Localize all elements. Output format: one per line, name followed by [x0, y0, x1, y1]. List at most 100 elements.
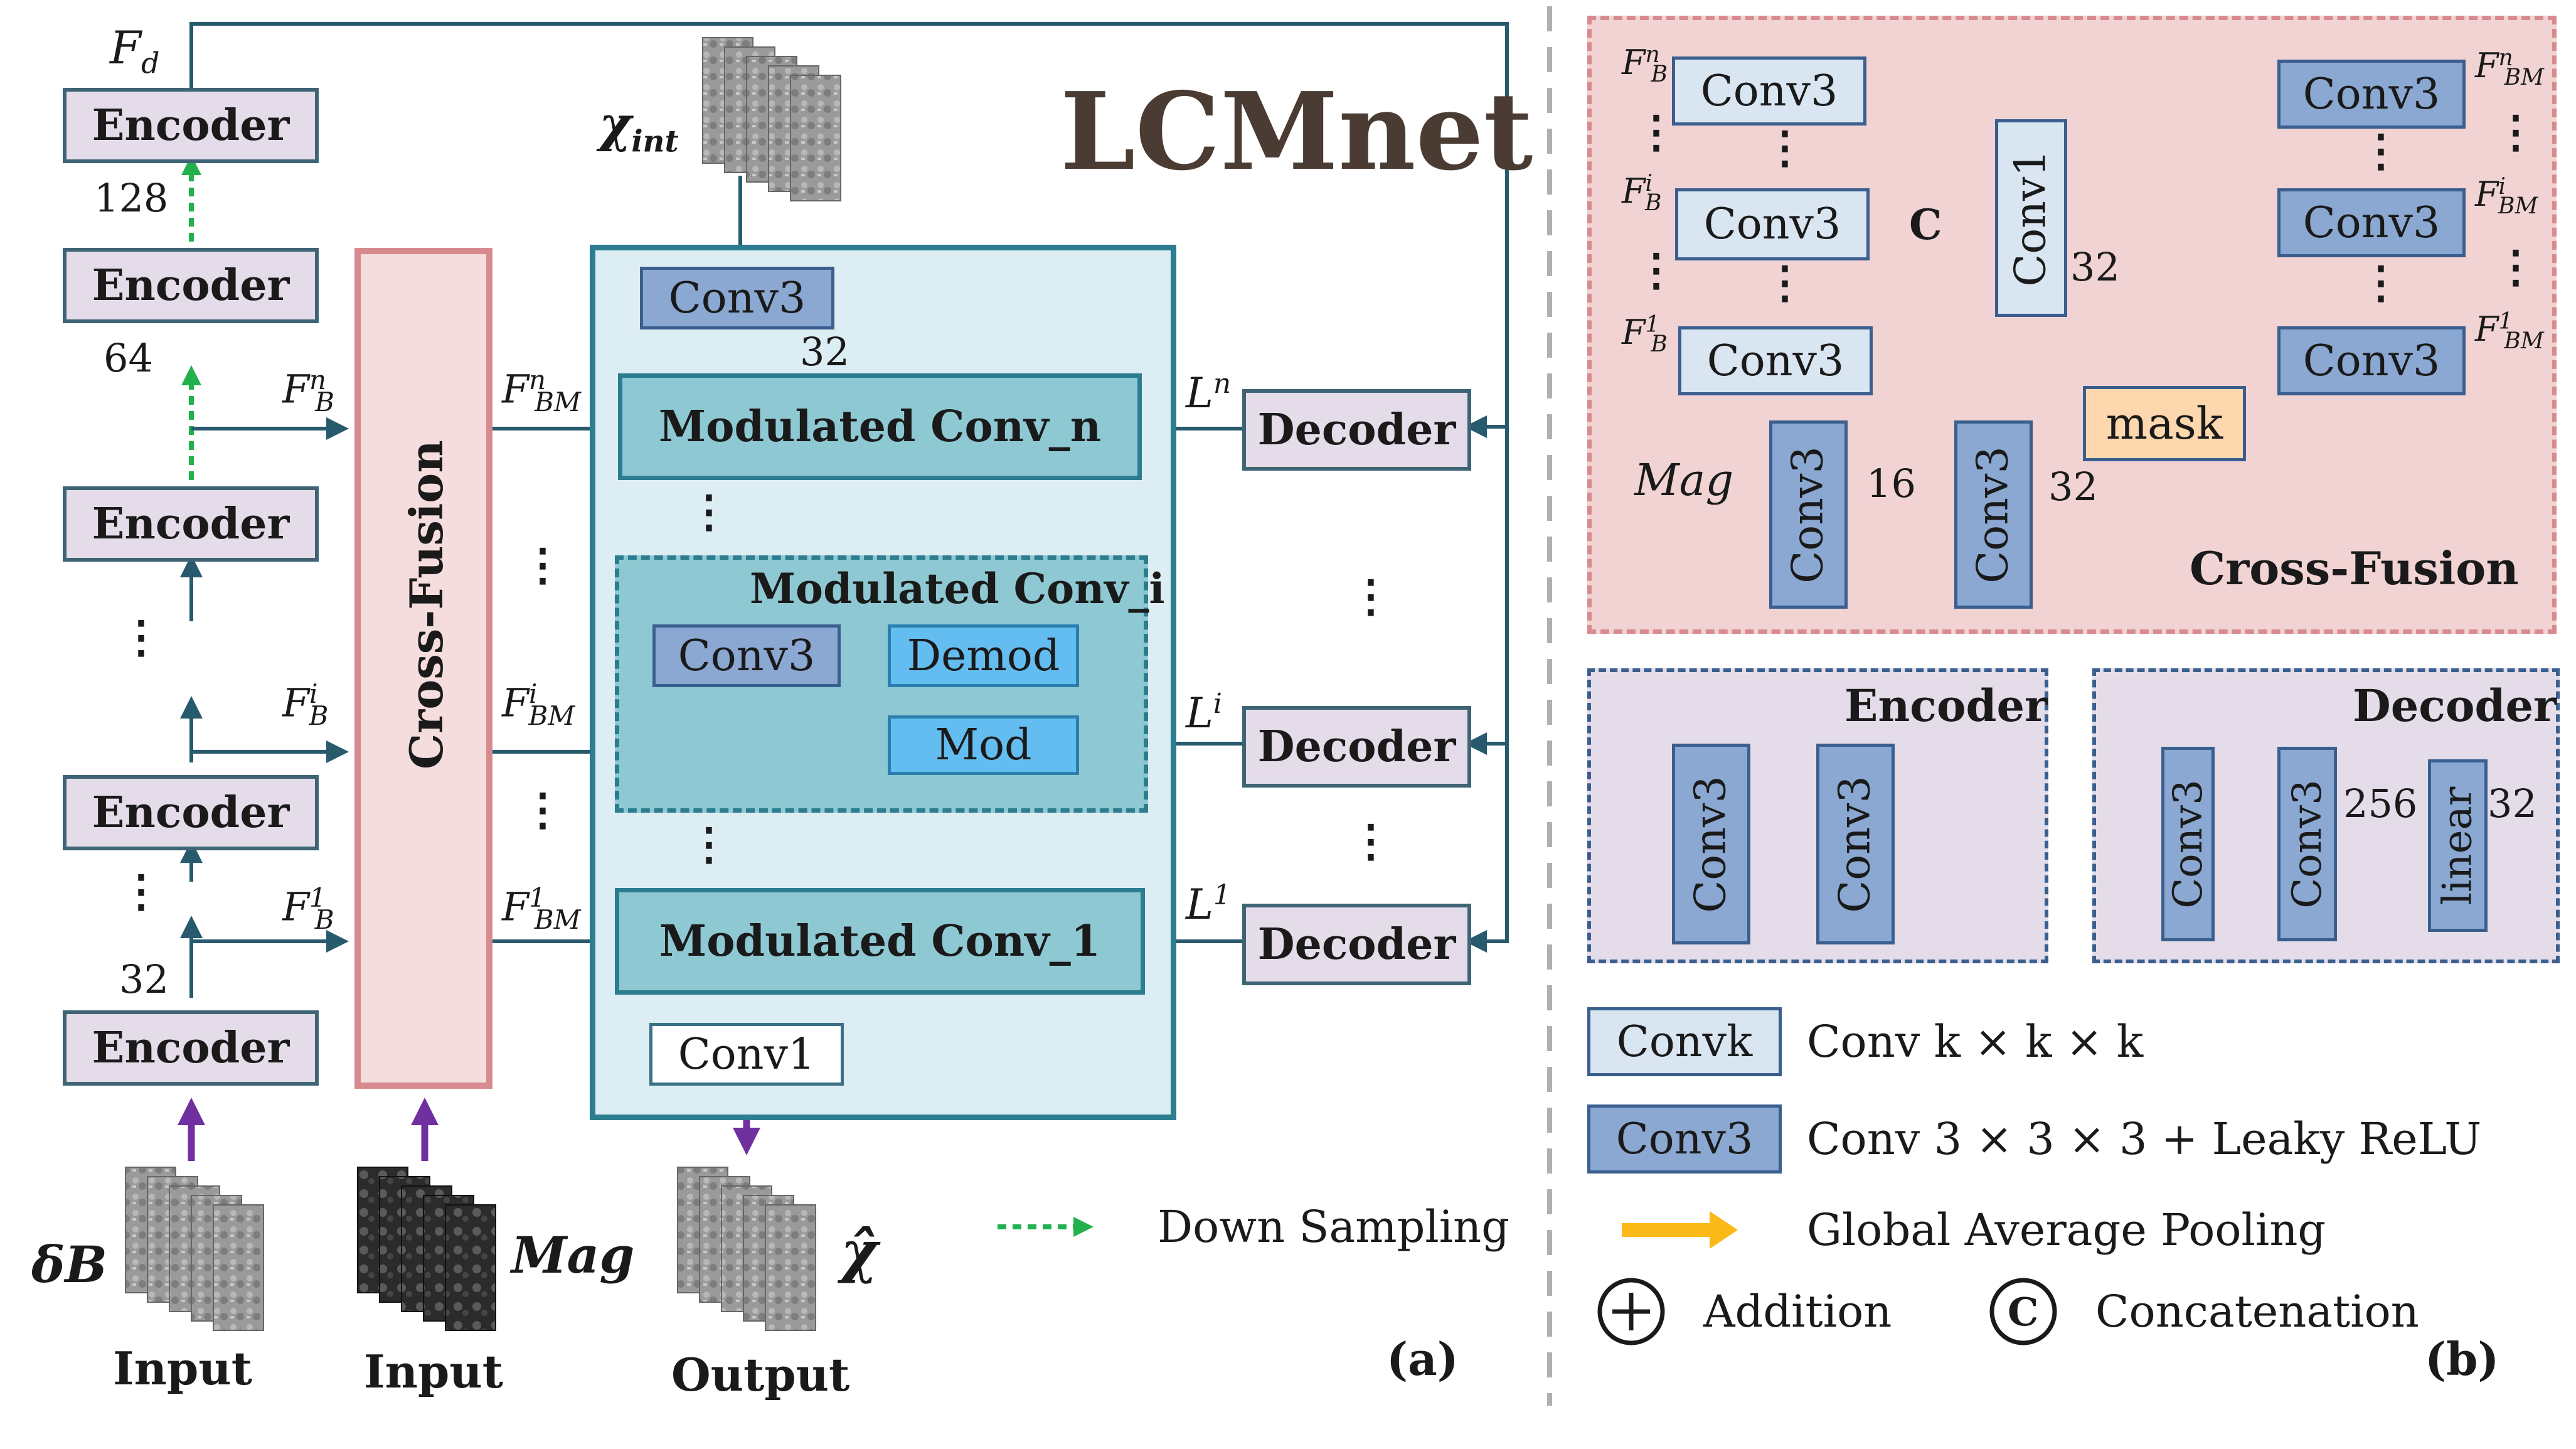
dec-channels-256: 256: [2343, 781, 2418, 826]
ellipsis-mod-2: ⋮: [687, 818, 731, 870]
ellipsis-decoder-2: ⋮: [1349, 815, 1393, 867]
enc-detail-conv3-a: Conv3: [1672, 744, 1750, 944]
encoder-top: Encoder: [63, 88, 319, 163]
mag-image-stack: [357, 1167, 496, 1331]
cf-out-conv3-n: Conv3: [2277, 60, 2466, 129]
fbm-i-label: FiBM: [502, 678, 575, 732]
dec-channels-32: 32: [2488, 781, 2537, 826]
cf-conv3-i: Conv3: [1675, 188, 1870, 260]
cf-conv3-1: Conv3: [1678, 326, 1873, 395]
cf-conv3-n: Conv3: [1672, 56, 1866, 126]
l-n-label: Ln: [1186, 368, 1232, 417]
encoder-n: Encoder: [63, 486, 319, 562]
ellipsis-mod-1: ⋮: [687, 485, 731, 537]
cf-ellipsis-fb-1: ⋮: [1634, 105, 1678, 158]
decoder-i: Decoder: [1242, 706, 1471, 788]
decoder-detail-title: Decoder: [2353, 680, 2557, 732]
cf-ellipsis-conv-2: ⋮: [1763, 256, 1807, 308]
cf-concat-symbol: C: [1909, 200, 1942, 249]
chi-int-image-stack: [702, 37, 841, 201]
mag-label: Mag: [511, 1226, 635, 1285]
dec-detail-conv3-a: Conv3: [2161, 747, 2215, 941]
legend-conv3-box: Conv3: [1587, 1104, 1782, 1174]
ellipsis-encoder-2: ⋮: [119, 865, 163, 917]
mag-channels-32: 32: [2048, 464, 2098, 510]
conv1-output: Conv1: [649, 1023, 844, 1086]
cf-out-conv3-i: Conv3: [2277, 188, 2466, 257]
demod-box: Demod: [888, 624, 1079, 687]
cf-conv1-channels: 32: [2070, 244, 2120, 290]
down-sampling-legend: Down Sampling: [1158, 1201, 1510, 1253]
l-1-label: L1: [1186, 879, 1231, 929]
mag-conv3-a: Conv3: [1769, 420, 1848, 609]
channels-64: 64: [104, 335, 153, 381]
delta-b-label: δB: [31, 1235, 107, 1294]
cf-ellipsis-out-2: ⋮: [2359, 256, 2403, 308]
decoder-n: Decoder: [1242, 389, 1471, 471]
fb-1-label: F1B: [282, 882, 334, 936]
encoder-1: Encoder: [63, 1010, 319, 1086]
channels-32: 32: [119, 956, 169, 1002]
cf-mag-label: Mag: [1634, 454, 1734, 506]
input-label-2: Input: [364, 1345, 503, 1398]
cf-ellipsis-out-1: ⋮: [2359, 124, 2403, 176]
ellipsis-fbm-2: ⋮: [521, 783, 565, 835]
encoder-i: Encoder: [63, 775, 319, 850]
mod-box: Mod: [888, 715, 1079, 775]
chi-int-label: χint: [599, 96, 679, 159]
cross-fusion-label: Cross-Fusion: [400, 440, 453, 769]
legend-gap-desc: Global Average Pooling: [1807, 1204, 2326, 1256]
lcmnet-title: LCMnet: [1060, 69, 1533, 195]
legend-add-desc: Addition: [1703, 1286, 1892, 1337]
enc-detail-conv3-b: Conv3: [1816, 744, 1895, 944]
ellipsis-decoder-1: ⋮: [1349, 570, 1393, 622]
cf-ellipsis-fb-2: ⋮: [1634, 243, 1678, 296]
fd-label: Fd: [110, 21, 160, 80]
dec-detail-conv3-b: Conv3: [2277, 747, 2337, 941]
legend-concat-symbol: C: [2008, 1289, 2039, 1335]
cross-fusion-block: [354, 248, 492, 1089]
cf-ellipsis-conv-1: ⋮: [1763, 121, 1807, 173]
panel-a-label: (a): [1386, 1332, 1459, 1386]
cf-fb-n: FnB: [1622, 42, 1668, 87]
panel-b-label: (b): [2425, 1332, 2499, 1386]
output-image-stack: [677, 1167, 816, 1331]
delta-b-image-stack: [125, 1167, 264, 1331]
legend-concat-desc: Concatenation: [2095, 1286, 2419, 1337]
modulated-conv-n: Modulated Conv_n: [618, 373, 1142, 480]
cf-out-conv3-1: Conv3: [2277, 326, 2466, 395]
mag-channels-16: 16: [1866, 461, 1916, 506]
channels-128: 128: [94, 175, 169, 221]
encoder-64: Encoder: [63, 248, 319, 323]
conv3-channels: 32: [800, 329, 849, 375]
cf-fb-i: FiB: [1622, 171, 1662, 216]
fb-i-label: FiB: [282, 678, 329, 732]
cf-ellipsis-fbm-1: ⋮: [2494, 105, 2538, 158]
dec-detail-linear: linear: [2428, 759, 2488, 932]
mask-box: mask: [2083, 386, 2246, 461]
fbm-n-label: FnBM: [502, 365, 581, 418]
conv3-input: Conv3: [640, 267, 834, 329]
output-label: Output: [671, 1348, 850, 1401]
mag-conv3-b: Conv3: [1954, 420, 2033, 609]
cf-fbm-i: FiBM: [2475, 174, 2538, 219]
conv3-mod-i: Conv3: [652, 624, 841, 687]
cf-fb-1: F1B: [1622, 312, 1668, 357]
legend-conv3-desc: Conv 3 × 3 × 3 + Leaky ReLU: [1807, 1113, 2482, 1165]
chi-hat-label: χ̂: [841, 1219, 878, 1285]
encoder-detail-title: Encoder: [1844, 680, 2048, 732]
decoder-1: Decoder: [1242, 904, 1471, 985]
cf-fbm-1: F1BM: [2475, 309, 2544, 354]
cf-ellipsis-fbm-2: ⋮: [2494, 240, 2538, 292]
modulated-conv-1: Modulated Conv_1: [615, 888, 1145, 995]
modulated-conv-i-label: Modulated Conv_i: [750, 564, 1165, 613]
legend-convk-box: Convk: [1587, 1007, 1782, 1076]
ellipsis-encoder-1: ⋮: [119, 611, 163, 663]
fb-n-label: FnB: [282, 365, 334, 418]
cross-fusion-detail-title: Cross-Fusion: [2190, 542, 2519, 595]
l-i-label: Li: [1186, 688, 1222, 737]
input-label-1: Input: [113, 1342, 252, 1395]
cf-fbm-n: FnBM: [2475, 45, 2544, 90]
cf-conv1: Conv1: [1995, 119, 2067, 317]
